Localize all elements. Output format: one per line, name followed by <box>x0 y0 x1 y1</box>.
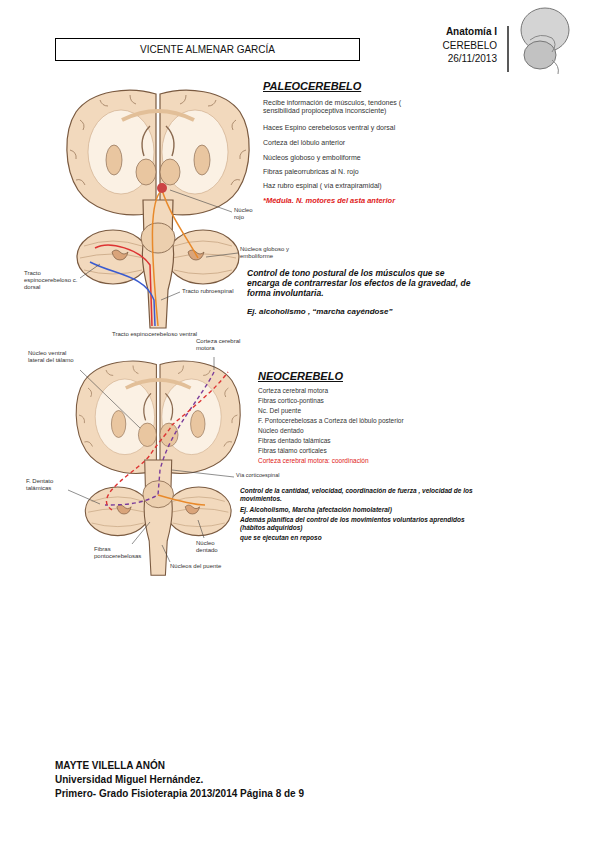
list-item: F. Pontocerebelosas a Corteza del lóbulo… <box>258 417 498 425</box>
course-name: Anatomía I <box>400 26 497 38</box>
figure-label: Fibras pontocerebelosas <box>94 546 142 560</box>
figure-label: Núcleo rojo <box>234 207 264 221</box>
note-text: Control de tono postural de los músculos… <box>247 268 479 299</box>
list-item: Nc. Del puente <box>258 407 478 415</box>
figure-label: F. Dentato talámicas <box>26 478 68 492</box>
note-text: Ej. alcoholismo , “marcha cayéndose” <box>247 307 479 317</box>
list-item: Fibras tálamo corticales <box>258 447 478 455</box>
footer-text: Primero- Grado Fisioterapia 2013/2014 Pá… <box>55 788 455 800</box>
note-text: que se ejecutan en reposo <box>240 534 490 542</box>
neocerebellum-figure <box>68 357 240 575</box>
list-item: Corteza cerebral motora <box>258 387 478 395</box>
note-text: Control de la cantidad, velocidad, coord… <box>240 487 490 503</box>
author-name: VICENTE ALMENAR GARCÍA <box>62 43 353 56</box>
list-item: Fibras dentado talámicas <box>258 437 478 445</box>
figure-label: Núcleos del puente <box>170 563 240 570</box>
section-heading: PALEOCEREBELO <box>263 80 413 93</box>
note-text: Además planifica del control de los movi… <box>240 516 490 532</box>
section-heading: NEOCEREBELO <box>258 370 408 383</box>
figure-label: Corteza cerebral motora <box>196 338 251 352</box>
highlight-item: Corteza cerebral motora: coordinación <box>258 457 498 465</box>
figure-label: Vía corticoespinal <box>236 472 316 479</box>
figure-label: Núcleos globoso y emboliforme <box>240 246 295 260</box>
list-item: Corteza del lóbulo anterior <box>263 139 463 147</box>
figure-label: Tracto espinocerebeloso ventral <box>112 331 212 338</box>
figure-label: Núcleo ventral lateral del tálamo <box>28 350 78 364</box>
list-item: Haces Espino cerebelosos ventral y dorsa… <box>263 124 463 132</box>
list-item: Fibras paleorrubricas al N. rojo <box>263 168 463 176</box>
note-text: Ej. Alcoholismo, Marcha (afectación homo… <box>240 506 490 514</box>
figure-label: Núcleo dentado <box>196 540 232 554</box>
figure-label: Tracto espinocerebeloso c. dorsal <box>24 270 80 292</box>
topic-name: CEREBELO <box>400 40 497 52</box>
list-item: Haz rubro espinal ( vía extrapiramidal) <box>263 182 463 190</box>
date: 26/11/2013 <box>400 53 497 65</box>
footer-text: Universidad Miguel Hernández. <box>55 774 355 786</box>
list-item: Fibras cortico-pontinas <box>258 397 478 405</box>
footer-text: MAYTE VILELLA ANÓN <box>55 760 355 772</box>
list-item: Núcleo dentado <box>258 427 478 435</box>
header-icon <box>508 8 569 74</box>
name-box: VICENTE ALMENAR GARCÍA <box>55 38 360 61</box>
highlight-item: *Médula. N. motores del asta anterior <box>263 196 483 205</box>
list-item: Núcleos globoso y emboliforme <box>263 154 463 162</box>
list-item: Recibe información de músculos, tendones… <box>263 99 433 116</box>
figure-label: Tracto rubroespinal <box>182 288 252 295</box>
